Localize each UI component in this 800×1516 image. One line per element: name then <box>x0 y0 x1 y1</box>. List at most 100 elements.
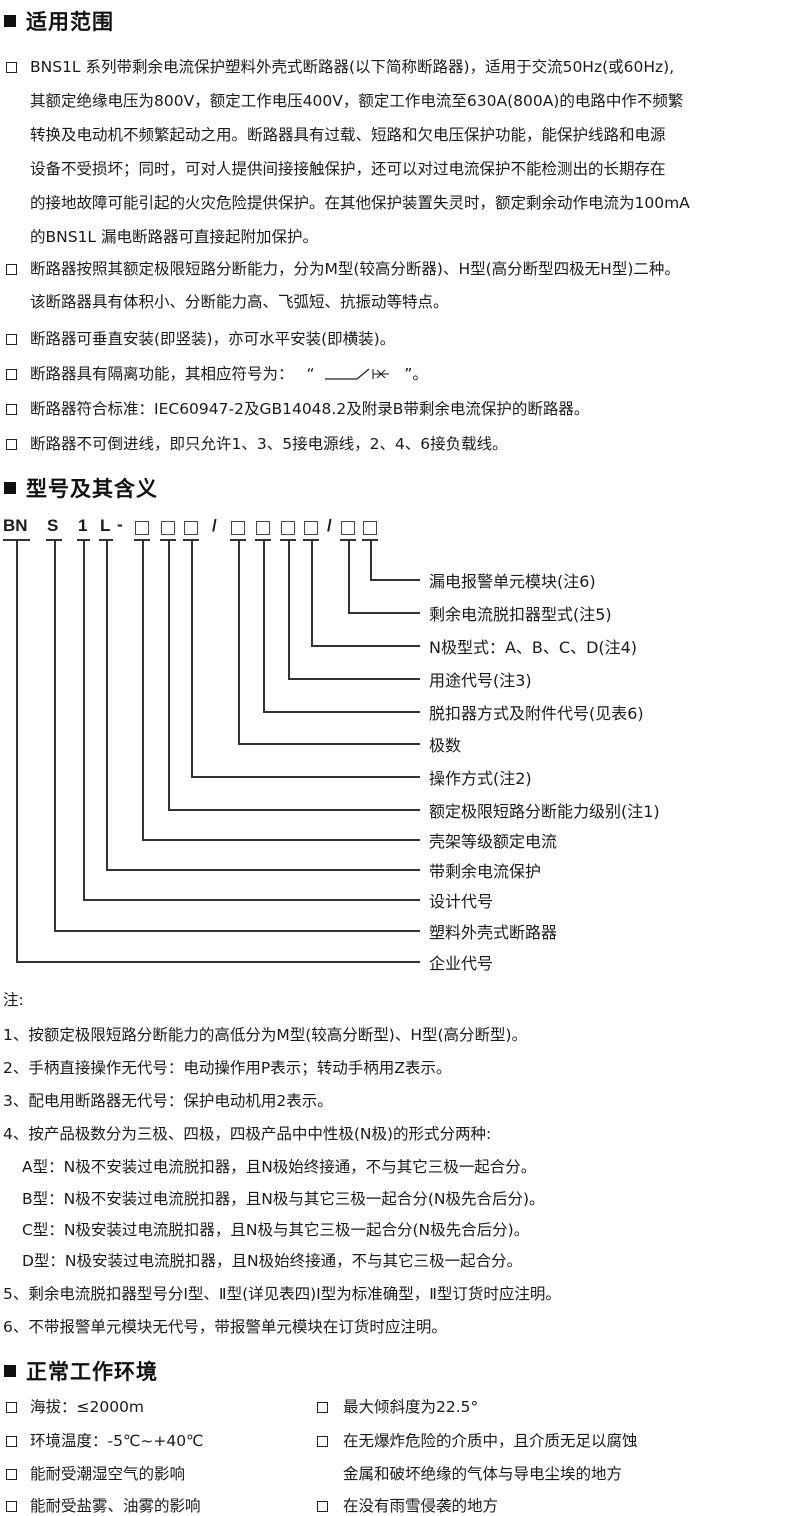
leader-line <box>106 869 420 871</box>
heading-square-icon <box>4 1365 16 1377</box>
code-underline <box>230 539 246 541</box>
model-label-n-pole-type: N极型式：A、B、C、D(注4) <box>429 638 638 657</box>
leader-line <box>142 540 144 840</box>
checkbox-bullet-icon <box>6 334 17 345</box>
checkbox-bullet-icon <box>6 404 17 415</box>
note-5: 5、剩余电流脱扣器型号分Ⅰ型、Ⅱ型(详见表四)Ⅰ型为标准确型，Ⅱ型订货时应注明。 <box>3 1285 561 1303</box>
code-underline <box>3 539 30 541</box>
leader-line <box>263 711 420 713</box>
leader-line <box>142 839 420 841</box>
leader-line <box>370 540 372 580</box>
code-part-s: S <box>47 516 59 535</box>
code-placeholder-box <box>184 521 198 535</box>
leader-line <box>288 540 290 679</box>
scope-item-5: 断路器符合标准：IEC60947-2及GB14048.2及附录B带剩余电流保护的… <box>30 400 590 418</box>
checkbox-bullet-icon <box>317 1436 328 1447</box>
model-label-trip-accessory-code: 脱扣器方式及附件代号(见表6) <box>429 704 644 723</box>
leader-line <box>348 612 420 614</box>
quote-close: ”。 <box>404 365 428 383</box>
notes-title: 注: <box>3 991 24 1009</box>
leader-line <box>54 540 56 931</box>
heading-text: 正常工作环境 <box>26 1360 158 1384</box>
env-temperature: 环境温度：-5℃~+40℃ <box>30 1432 204 1450</box>
heading-text: 适用范围 <box>26 10 114 34</box>
heading-text: 型号及其含义 <box>26 477 158 501</box>
scope-item-4: 断路器具有隔离功能，其相应符号为： “ ”。 <box>30 364 428 384</box>
scope-item-2-line-2: 该断路器具有体积小、分断能力高、飞弧短、抗振动等特点。 <box>30 293 449 311</box>
scope-item-2-line-1: 断路器按照其额定极限短路分断能力，分为M型(较高分断器)、H型(高分断型四极无H… <box>30 260 680 278</box>
checkbox-bullet-icon <box>6 264 17 275</box>
leader-line <box>54 930 420 932</box>
leader-line <box>83 899 420 901</box>
code-underline <box>362 539 378 541</box>
code-part-l: L <box>100 516 111 535</box>
code-underline <box>255 539 271 541</box>
note-4-type-d: D型：N极安装过电流脱扣器，且N极始终接通，不与其它三极一起合分。 <box>22 1252 523 1270</box>
note-4-type-b: B型：N极不安装过电流脱扣器，且N极与其它三极一起合分(N极先合后分)。 <box>22 1190 545 1208</box>
scope-item-1-line-2: 其额定绝缘电压为800V，额定工作电压400V，额定工作电流至630A(800A… <box>30 92 684 110</box>
leader-line <box>168 809 420 811</box>
checkbox-bullet-icon <box>6 1501 17 1512</box>
scope-item-1-line-3: 转换及电动机不频繁起动之用。断路器具有过载、短路和欠电压保护功能，能保护线路和电… <box>30 126 666 144</box>
code-slash-1: / <box>212 516 217 535</box>
env-no-explosion-line-1: 在无爆炸危险的介质中，且介质无足以腐蚀 <box>343 1432 638 1450</box>
leader-line <box>238 743 420 745</box>
env-altitude: 海拔：≤2000m <box>30 1398 145 1416</box>
leader-line <box>106 540 108 870</box>
code-placeholder-box <box>161 521 175 535</box>
checkbox-bullet-icon <box>6 62 17 73</box>
note-6: 6、不带报警单元模块无代号，带报警单元模块在订货时应注明。 <box>3 1318 447 1336</box>
model-label-breaking-capacity: 额定极限短路分断能力级别(注1) <box>429 802 660 821</box>
code-placeholder-box <box>341 521 355 535</box>
checkbox-bullet-icon <box>6 1402 17 1413</box>
note-4: 4、按产品极数分为三极、四极，四极产品中中性极(N极)的形式分两种: <box>3 1125 492 1143</box>
scope-item-6: 断路器不可倒进线，即只允许1、3、5接电源线，2、4、6接负载线。 <box>30 435 508 453</box>
leader-line <box>370 579 420 581</box>
leader-line <box>263 540 265 712</box>
model-label-usage-code: 用途代号(注3) <box>429 671 532 690</box>
code-part-1: 1 <box>78 516 88 535</box>
leader-line <box>311 645 420 647</box>
code-underline <box>303 539 319 541</box>
isolator-switch-symbol-icon <box>323 366 395 382</box>
model-label-company-code: 企业代号 <box>429 954 494 973</box>
leader-line <box>191 776 420 778</box>
scope-item-1-line-1: BNS1L 系列带剩余电流保护塑料外壳式断路器(以下简称断路器)，适用于交流50… <box>30 58 675 76</box>
env-no-rain-snow: 在没有雨雪侵袭的地方 <box>343 1497 499 1515</box>
section-heading-model: 型号及其含义 <box>4 473 158 503</box>
checkbox-bullet-icon <box>6 1469 17 1480</box>
scope-item-1-line-6: 的BNS1L 漏电断路器可直接起附加保护。 <box>30 228 318 246</box>
section-heading-scope: 适用范围 <box>4 6 114 36</box>
env-salt-fog: 能耐受盐雾、油雾的影响 <box>30 1497 201 1515</box>
code-underline <box>134 539 150 541</box>
code-placeholder-box <box>363 521 377 535</box>
leader-line <box>83 540 85 900</box>
model-label-residual-trip-type: 剩余电流脱扣器型式(注5) <box>429 605 612 624</box>
checkbox-bullet-icon <box>6 439 17 450</box>
code-underline <box>183 539 199 541</box>
model-label-poles: 极数 <box>429 736 462 755</box>
code-underline <box>280 539 296 541</box>
leader-line <box>348 540 350 613</box>
code-underline <box>99 539 113 541</box>
code-underline <box>340 539 356 541</box>
scope-item-4-text: 断路器具有隔离功能，其相应符号为： <box>30 365 294 383</box>
code-underline <box>77 539 90 541</box>
leader-line <box>311 540 313 646</box>
note-4-type-a: A型：N极不安装过电流脱扣器，且N极始终接通，不与其它三极一起合分。 <box>22 1158 537 1176</box>
model-label-residual-protection: 带剩余电流保护 <box>429 862 542 881</box>
env-no-explosion-line-2: 金属和破坏绝缘的气体与导电尘埃的地方 <box>343 1465 623 1483</box>
scope-item-3: 断路器可垂直安装(即竖装)，亦可水平安装(即横装)。 <box>30 330 396 348</box>
code-dash: - <box>117 515 123 534</box>
note-1: 1、按额定极限短路分断能力的高低分为M型(较高分断型)、H型(高分断型)。 <box>3 1026 528 1044</box>
code-underline <box>160 539 176 541</box>
checkbox-bullet-icon <box>317 1501 328 1512</box>
checkbox-bullet-icon <box>317 1402 328 1413</box>
scope-item-1-line-4: 设备不受损坏；同时，可对人提供间接接触保护，还可以对过电流保护不能检测出的长期存… <box>30 160 666 178</box>
code-part-bn: BN <box>3 516 28 535</box>
code-placeholder-box <box>135 521 149 535</box>
env-inclination: 最大倾斜度为22.5° <box>343 1398 479 1416</box>
code-placeholder-box <box>304 521 318 535</box>
leader-line <box>191 540 193 777</box>
code-underline <box>46 539 62 541</box>
